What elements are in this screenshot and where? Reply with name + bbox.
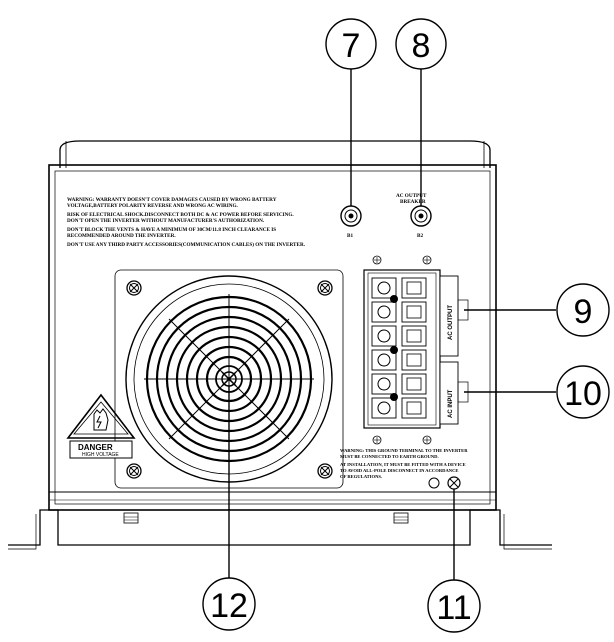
breaker-title-line-2: BREAKER bbox=[400, 199, 426, 205]
svg-text:9: 9 bbox=[574, 293, 593, 331]
callout-11: 11 bbox=[427, 579, 481, 633]
breaker-b2-label: B2 bbox=[417, 233, 423, 239]
breaker-b1[interactable] bbox=[340, 205, 362, 227]
svg-text:12: 12 bbox=[210, 587, 248, 625]
ac-output-label: AC OUTPUT bbox=[448, 305, 454, 340]
callout-12: 12 bbox=[202, 577, 256, 631]
front-panel bbox=[48, 164, 497, 511]
fan-screw-bl bbox=[126, 463, 142, 479]
danger-title: DANGER bbox=[78, 443, 113, 452]
warning-line-6: RECOMMENDED AROUND THE INVERTER. bbox=[67, 233, 176, 239]
danger-subtitle: HIGH VOLTAGE bbox=[82, 452, 119, 458]
mounting-base bbox=[8, 509, 552, 546]
ground-note-line-2: MUST BE CONNECTED TO EARTH GROUND. bbox=[340, 454, 439, 459]
warning-line-4: DON'T OPEN THE INVERTER WITHOUT MANUFACT… bbox=[67, 218, 265, 224]
ground-note-line-5: OF REGULATIONS. bbox=[340, 474, 382, 479]
ground-terminal[interactable] bbox=[428, 476, 461, 490]
breaker-title-line-1: AC OUTPUT bbox=[396, 193, 427, 199]
callout-7: 7 bbox=[325, 18, 377, 70]
ground-warning-text: WARNING: THIS GROUND TERMINAL TO THE INV… bbox=[340, 448, 468, 479]
warning-line-1: WARNING: WARRANTY DOESN'T COVER DAMAGES … bbox=[67, 197, 277, 203]
bottom-screw-right bbox=[393, 512, 409, 524]
callout-9: 9 bbox=[556, 283, 610, 337]
warning-line-5: DON'T BLOCK THE VENTS & HAVE A MINIMUM O… bbox=[67, 227, 276, 233]
danger-high-voltage-sticker: DANGER HIGH VOLTAGE bbox=[66, 393, 136, 459]
callout-8: 8 bbox=[395, 18, 447, 70]
warning-line-7: DON'T USE ANY THIRD PARTY ACCESSORIES(CO… bbox=[67, 241, 306, 248]
ground-note-line-3: AT INSTALLATION, IT MUST BE FITTED WITH … bbox=[340, 462, 466, 467]
ground-note-line-1: WARNING: THIS GROUND TERMINAL TO THE INV… bbox=[340, 448, 468, 453]
warning-line-2: VOLTAGE,BATTERY POLARITY REVERSE AND WRO… bbox=[67, 203, 239, 209]
svg-text:10: 10 bbox=[564, 375, 602, 413]
fan-screw-tl bbox=[126, 280, 142, 296]
breaker-b1-label: B1 bbox=[347, 233, 353, 239]
ac-input-label: AC INPUT bbox=[448, 389, 454, 418]
svg-text:7: 7 bbox=[342, 27, 361, 65]
fan-screw-br bbox=[317, 463, 333, 479]
bottom-screw-left bbox=[123, 512, 139, 524]
warning-line-3: RISK OF ELECTRICAL SHOCK.DISCONNECT BOTH… bbox=[67, 212, 294, 218]
breaker-b2[interactable] bbox=[410, 205, 432, 227]
callout-10: 10 bbox=[556, 365, 610, 419]
svg-text:8: 8 bbox=[412, 27, 431, 65]
svg-text:11: 11 bbox=[436, 589, 471, 627]
top-cover bbox=[59, 140, 491, 168]
fan-screw-tr bbox=[317, 280, 333, 296]
ground-note-line-4: TO AVOID ALL-POLE DISCONNECT IN ACCORDAN… bbox=[340, 468, 458, 473]
warning-text-block: WARNING: WARRANTY DOESN'T COVER DAMAGES … bbox=[67, 197, 306, 248]
terminal-block: AC OUTPUT AC INPUT bbox=[363, 255, 469, 445]
